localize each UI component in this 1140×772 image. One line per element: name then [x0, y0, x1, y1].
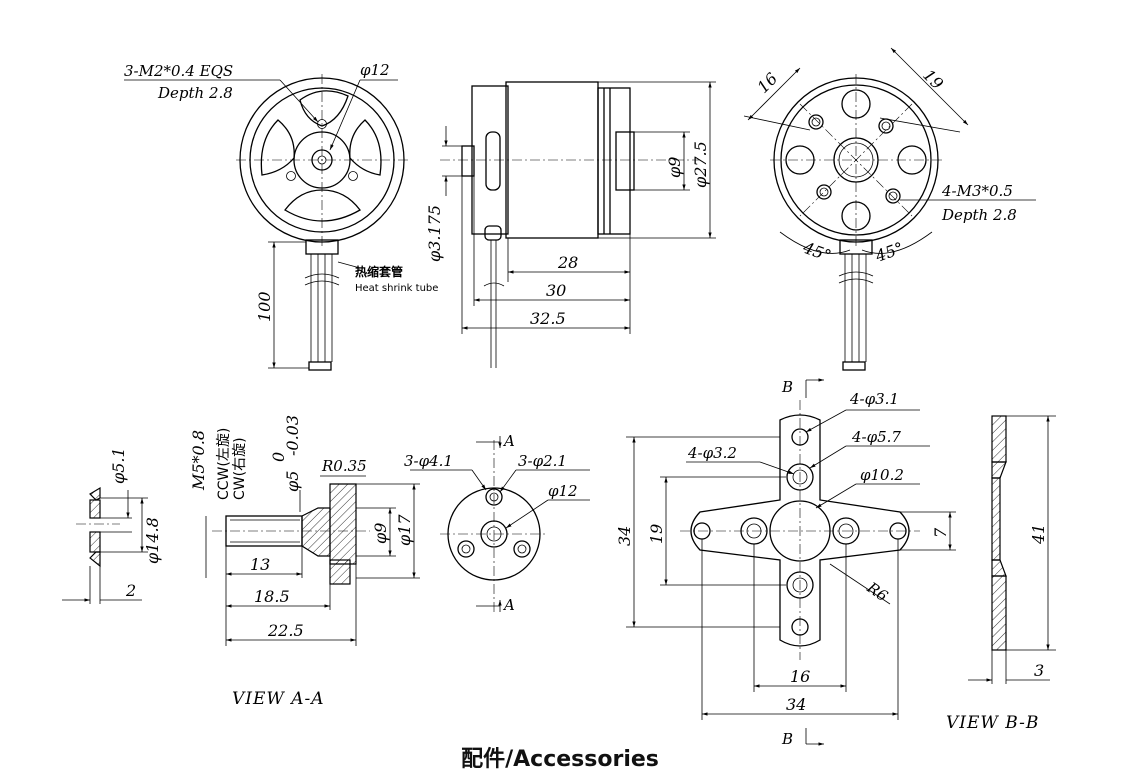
back-dim-16: 16: [753, 69, 781, 97]
face-holes-2-1: 3-φ2.1: [518, 452, 567, 470]
washer-thick-2: 2: [125, 581, 136, 600]
back-view: [743, 47, 1036, 371]
adapter-diam-5: φ5: [283, 471, 302, 492]
side-diam-9: φ9: [665, 157, 684, 178]
side-len-28: 28: [557, 253, 578, 272]
adapter-diam-17: φ17: [395, 514, 414, 546]
back-thread-note: 4-M3*0.5: [941, 182, 1013, 200]
adapter-tol-lower: -0.03: [283, 415, 302, 456]
prop-adapter-section: [205, 475, 420, 646]
adapter-diam-9: φ9: [371, 523, 390, 544]
view-a-a-label: VIEW A-A: [232, 689, 325, 709]
back-angle-right: 45°: [872, 238, 906, 266]
view-b-b-label: VIEW B-B: [946, 713, 1039, 733]
cross-mount-view: [626, 378, 956, 746]
side-dim-3: 3: [1034, 661, 1044, 680]
adapter-cw: CW(右旋): [232, 437, 248, 500]
adapter-radius: R0.35: [321, 457, 367, 475]
cross-dim-34-v: 34: [615, 526, 634, 546]
face-diam-12: φ12: [548, 482, 578, 500]
front-diam-label: φ12: [360, 61, 390, 79]
adapter-ccw: CCW(左旋): [216, 428, 232, 500]
side-dim-41: 41: [1029, 524, 1048, 545]
accessories-caption: 配件/Accessories: [461, 747, 659, 772]
cross-side-section: [968, 415, 1056, 684]
adapter-len-13: 13: [250, 555, 270, 574]
front-view: [124, 74, 408, 371]
section-a-bottom: A: [502, 596, 515, 614]
cross-holes-5-7: 4-φ5.7: [851, 428, 901, 446]
adapter-len-18-5: 18.5: [254, 587, 290, 606]
washer-diam-14-8: φ14.8: [143, 517, 162, 564]
washer-section: [62, 486, 148, 604]
cross-holes-3-2: 4-φ3.2: [687, 444, 737, 462]
back-dim-19: 19: [919, 65, 947, 93]
cross-dim-7: 7: [931, 527, 950, 538]
side-shaft-diam: φ3.175: [425, 205, 444, 262]
side-diam-27-5: φ27.5: [691, 141, 710, 188]
front-lead-length: 100: [255, 291, 274, 322]
heat-shrink-cn-label: 热缩套管: [355, 264, 403, 279]
washer-diam-5-1: φ5.1: [109, 447, 128, 484]
section-b-bottom: B: [781, 730, 793, 748]
adapter-len-22-5: 22.5: [267, 621, 304, 640]
section-a-top: A: [502, 432, 515, 450]
cross-dim-19-v: 19: [647, 524, 666, 544]
cross-holes-3-1: 4-φ3.1: [849, 390, 899, 408]
front-depth-note: Depth 2.8: [157, 84, 233, 102]
side-len-30: 30: [546, 281, 566, 300]
front-thread-note: 3-M2*0.4 EQS: [124, 62, 233, 80]
cross-dim-16: 16: [790, 667, 810, 686]
side-view: [440, 81, 716, 368]
face-holes-4-1: 3-φ4.1: [404, 452, 453, 470]
cross-radius-6: R6: [863, 578, 892, 606]
back-angle-left: 45°: [800, 238, 834, 266]
section-b-top: B: [781, 378, 793, 396]
cross-diam-10-2: φ10.2: [860, 466, 904, 484]
adapter-face-view: [410, 436, 590, 612]
adapter-tol-upper: 0: [269, 452, 288, 462]
heat-shrink-en-label: Heat shrink tube: [355, 283, 438, 294]
back-depth-note: Depth 2.8: [941, 206, 1017, 224]
cross-dim-34-h: 34: [786, 695, 806, 714]
adapter-thread: M5*0.8: [189, 430, 208, 491]
side-len-32-5: 32.5: [530, 309, 566, 328]
